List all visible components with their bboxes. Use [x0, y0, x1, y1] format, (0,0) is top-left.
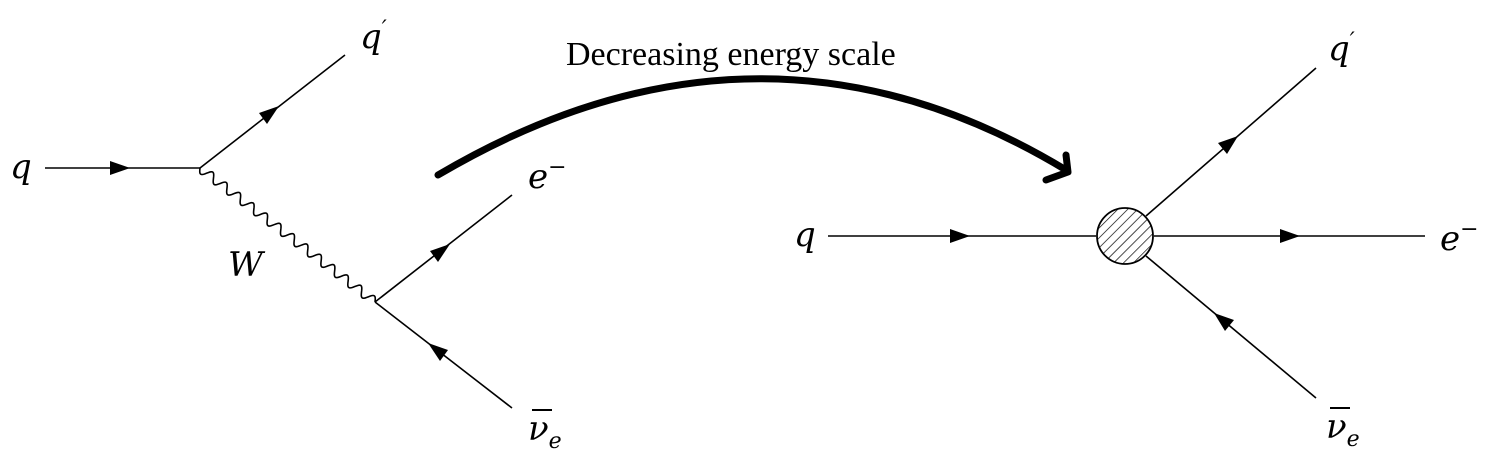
right-label-antineutrino: νe	[1326, 407, 1360, 452]
effective-vertex-blob	[1096, 207, 1154, 265]
right-label-electron: e−	[1440, 217, 1479, 259]
left-label-q: q	[10, 147, 32, 187]
right-label-q: q	[794, 215, 816, 255]
svg-text:νe: νe	[528, 409, 562, 454]
transition-label: Decreasing energy scale	[566, 36, 896, 73]
left-label-q-prime: q′	[360, 17, 387, 57]
w-boson-propagator	[198, 167, 377, 303]
transition-arrowhead	[1042, 151, 1072, 184]
left-label-antineutrino: νe	[528, 409, 562, 454]
left-label-w: W	[228, 245, 266, 285]
left-outgoing-quark-arrow	[259, 106, 279, 124]
right-antineutrino-arrow	[1214, 313, 1234, 331]
transition-curved-arrow	[434, 75, 1070, 179]
energy-scale-transition: Decreasing energy scale	[434, 36, 1072, 184]
right-diagram: q q′ e− νe	[794, 29, 1479, 452]
left-label-electron: e−	[528, 155, 567, 197]
svg-text:νe: νe	[1326, 407, 1360, 452]
right-antineutrino-line	[1145, 255, 1317, 399]
left-electron-arrow	[430, 244, 450, 262]
right-label-q-prime: q′	[1328, 29, 1355, 69]
right-outgoing-quark-arrow	[1218, 136, 1238, 154]
left-diagram: q q′ W e− νe	[10, 17, 567, 454]
left-antineutrino-arrow	[428, 343, 448, 361]
right-incoming-quark-arrow	[950, 229, 970, 243]
right-electron-arrow	[1280, 229, 1300, 243]
left-incoming-quark-arrow	[110, 161, 130, 175]
